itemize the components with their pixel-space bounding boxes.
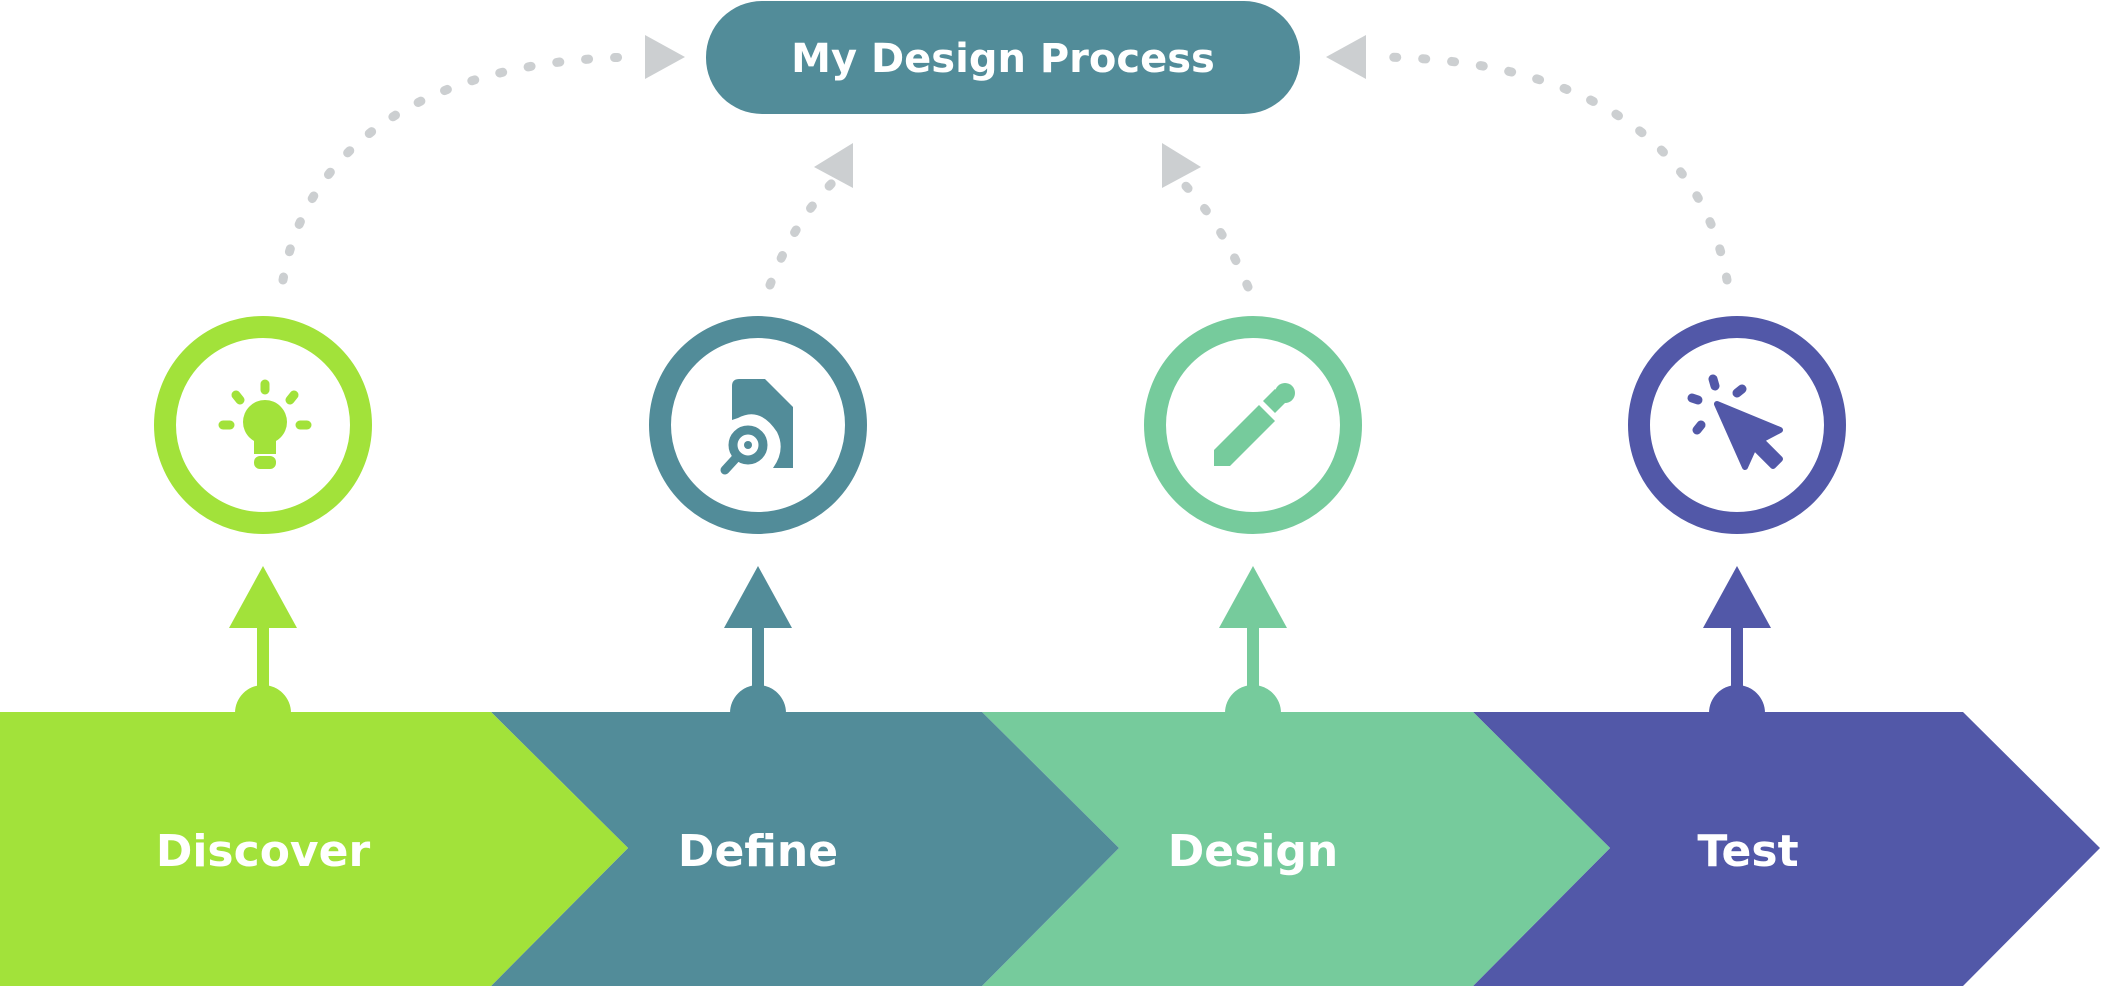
- arrowhead-discover: [645, 35, 685, 79]
- connector-discover: [278, 52, 640, 285]
- connector-test: [1377, 52, 1732, 285]
- stage-label-discover: Discover: [156, 826, 371, 877]
- chevron-design: [982, 712, 1610, 986]
- stage-arrows: [229, 566, 1771, 713]
- stage-labels: Discover Define Design Test: [156, 826, 1799, 877]
- stage-circle-test: [1628, 316, 1846, 534]
- arrow-discover: [229, 566, 297, 713]
- chevron-define: [491, 712, 1119, 986]
- stage-label-define: Define: [678, 826, 838, 877]
- cursor-click-icon: [1687, 374, 1783, 470]
- connector-define: [765, 175, 840, 290]
- chevron-band: [0, 712, 2100, 986]
- stage-label-design: Design: [1168, 826, 1338, 877]
- arrowhead-design: [1162, 143, 1201, 188]
- pencil-icon: [1214, 383, 1295, 466]
- chevron-discover: [0, 712, 628, 986]
- chevron-test: [1473, 712, 2100, 986]
- arrow-define: [724, 566, 792, 713]
- stage-label-test: Test: [1697, 826, 1798, 877]
- title-box-bg: [706, 1, 1300, 114]
- arrowhead-define: [814, 143, 853, 188]
- connectors: [278, 52, 1732, 292]
- document-search-icon: [720, 379, 793, 475]
- connector-design: [1175, 175, 1253, 292]
- arrowhead-test: [1326, 35, 1366, 79]
- stage-circle-define: [649, 316, 867, 534]
- title-box: My Design Process: [706, 1, 1300, 114]
- arrow-design: [1219, 566, 1287, 713]
- lightbulb-icon: [218, 379, 312, 469]
- stage-circle-design: [1144, 316, 1362, 534]
- connector-arrowheads: [645, 35, 1366, 188]
- page-title: My Design Process: [791, 36, 1215, 82]
- arrow-test: [1703, 566, 1771, 713]
- stage-circle-discover: [154, 316, 372, 534]
